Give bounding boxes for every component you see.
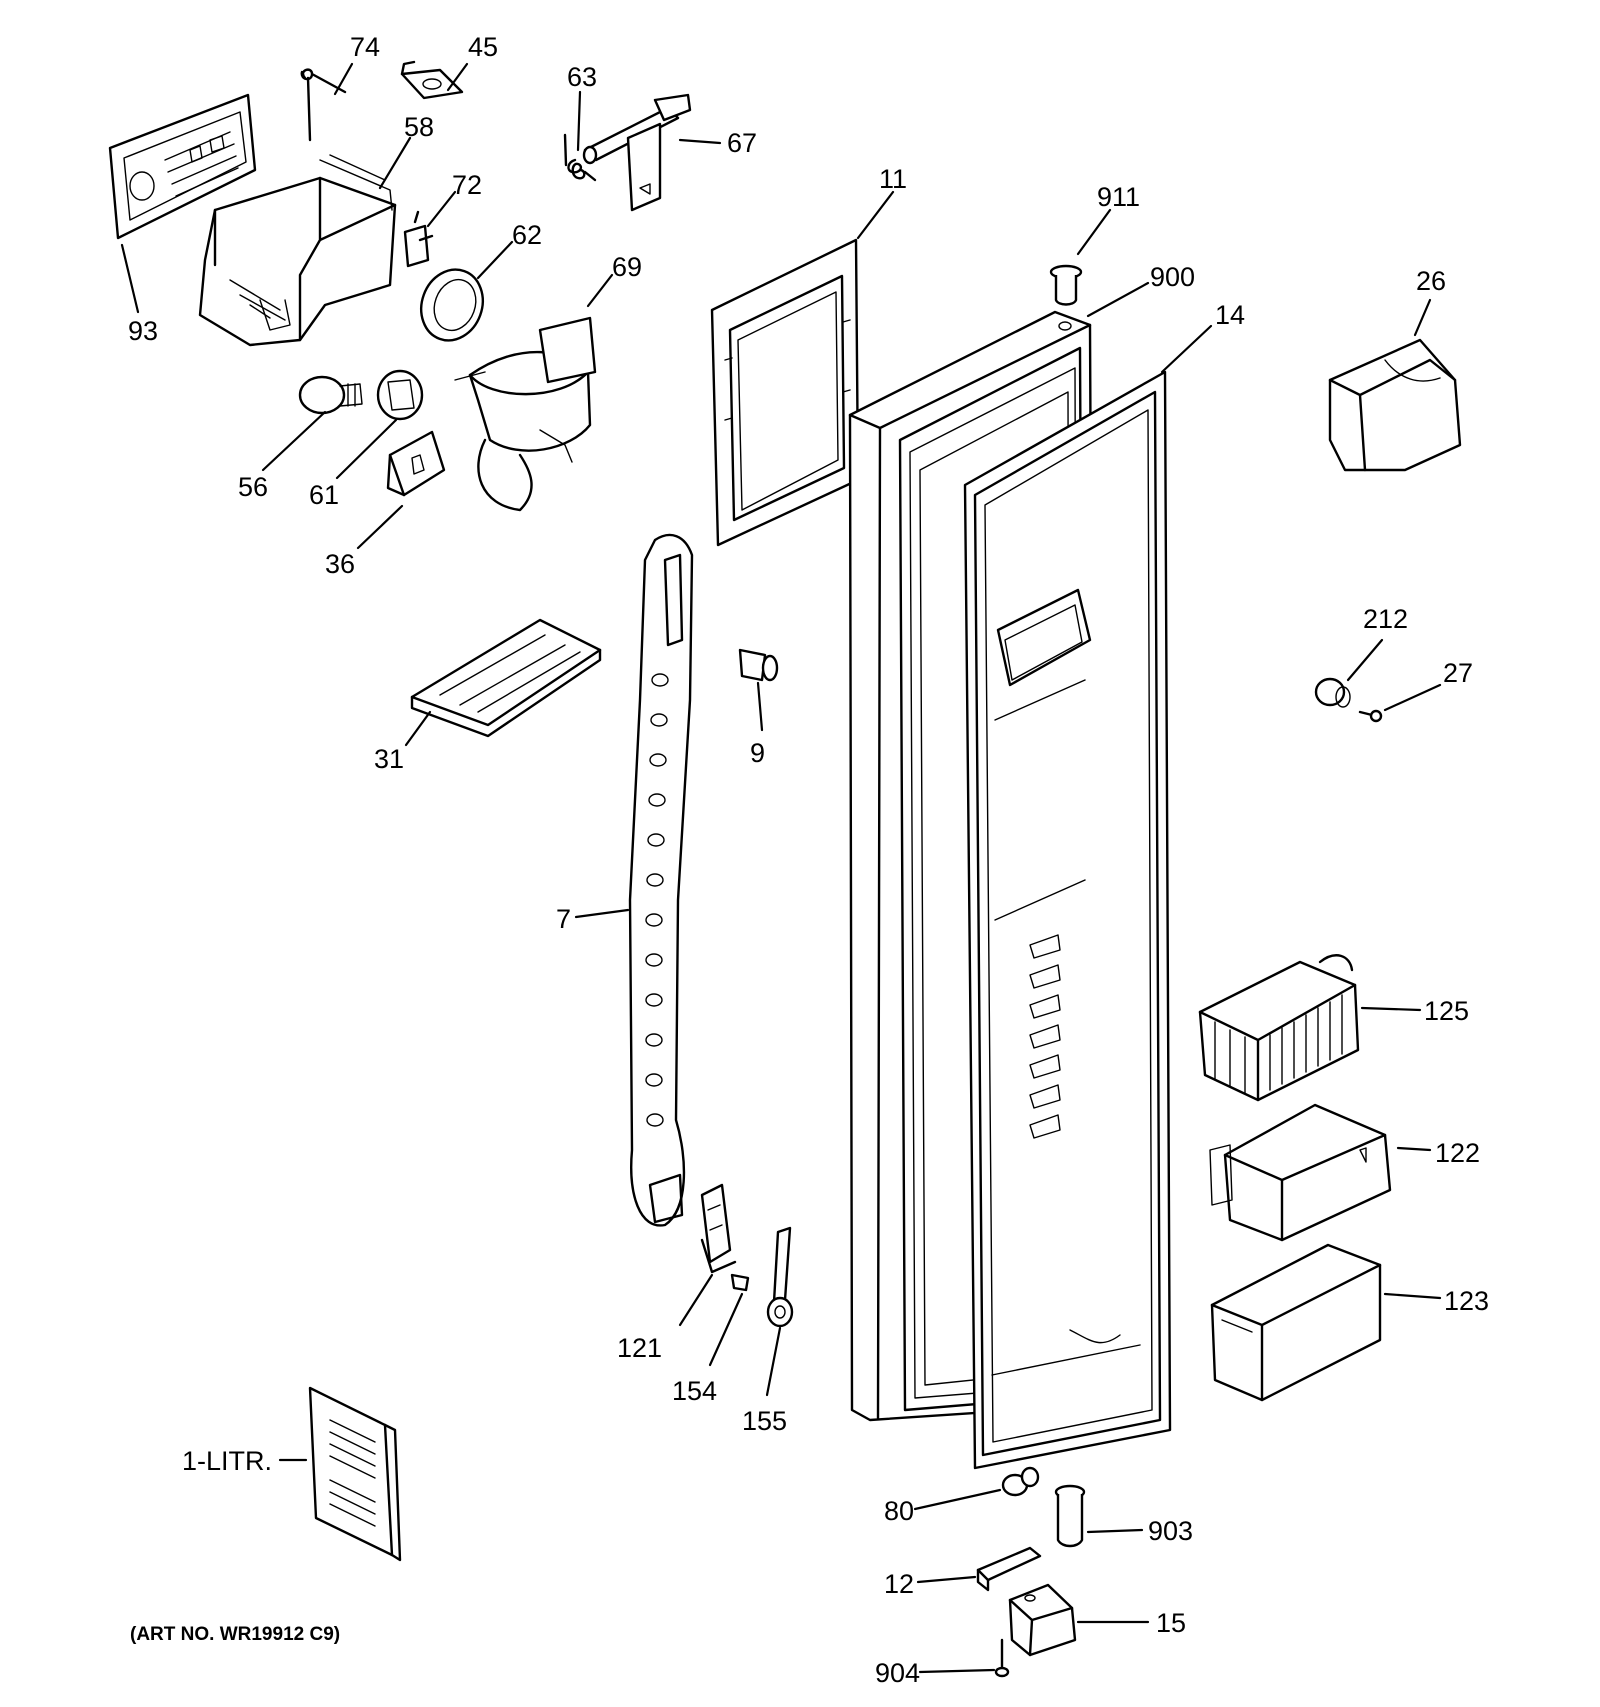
door-shelf-clips [1029,934,1061,1139]
part-93-control-panel [108,93,257,240]
handle-grip-ridges [645,673,669,1127]
callout-27: 27 [1443,658,1473,688]
part-121-mounting-bracket [700,1183,737,1274]
callout-122: 122 [1435,1138,1480,1168]
callout-72: 72 [452,170,482,200]
part-1-litr-literature [308,1386,402,1562]
part-67-solenoid-arm [582,93,692,212]
callout-26: 26 [1416,266,1446,296]
callout-904: 904 [875,1658,920,1688]
callout-212: 212 [1363,604,1408,634]
callout-1-litr: 1-LITR. [182,1446,272,1476]
part-911-bushing [1049,264,1083,306]
part-58-dispenser-housing [198,154,397,347]
callout-93: 93 [128,316,158,346]
callout-31: 31 [374,744,404,774]
part-12-hinge-plate [976,1546,1042,1592]
callout-900: 900 [1150,262,1195,292]
part-31-drip-tray [410,618,602,738]
callout-63: 63 [567,62,597,92]
art-number: (ART NO. WR19912 C9) [130,1624,340,1645]
part-36-bracket [386,430,446,497]
callout-9: 9 [750,738,765,768]
callout-67: 67 [727,128,757,158]
part-212-cap [1314,677,1351,708]
part-11-dispenser-frame [710,238,860,547]
callout-123: 123 [1444,1286,1489,1316]
callout-154: 154 [672,1376,717,1406]
callout-62: 62 [512,220,542,250]
part-74-spring [300,68,347,142]
part-904-screw [994,1638,1010,1678]
part-122-door-bin [1209,1103,1392,1242]
callout-69: 69 [612,252,642,282]
part-27-screw [1358,709,1383,723]
part-69-ice-funnel [454,316,597,512]
callout-15: 15 [1156,1608,1186,1638]
part-155-tool [766,1226,794,1328]
part-63-spring [563,133,597,182]
leader-lines [120,62,1442,1674]
callout-61: 61 [309,480,339,510]
part-125-wire-basket [1198,954,1360,1102]
part-14-door-gasket [963,370,1172,1470]
callout-36: 36 [325,549,355,579]
callout-45: 45 [468,32,498,62]
part-56-motor [298,375,363,415]
callout-74: 74 [350,32,380,62]
part-80-plug [1001,1466,1040,1497]
part-45-bracket [400,60,464,100]
part-9-fastener [738,648,779,682]
callout-155: 155 [742,1406,787,1436]
callout-121: 121 [617,1333,662,1363]
callout-125: 125 [1424,996,1469,1026]
part-7-door-handle [628,533,694,1227]
part-61-gear-cup [376,369,424,421]
callout-56: 56 [238,472,268,502]
callout-11: 11 [879,164,907,194]
callout-12: 12 [884,1569,914,1599]
part-62-ring [420,268,484,342]
part-903-bushing [1054,1484,1086,1548]
part-154-screw [730,1273,750,1292]
callout-80: 80 [884,1496,914,1526]
part-callout-labels: 74 45 63 67 58 72 62 69 93 56 61 36 11 9… [128,32,1489,1688]
callout-14: 14 [1215,300,1245,330]
callout-7: 7 [556,904,571,934]
part-123-door-bin [1210,1243,1382,1402]
callout-903: 903 [1148,1516,1193,1546]
part-26-ice-bin [1328,338,1462,472]
part-15-hinge [1008,1583,1077,1657]
callout-58: 58 [404,112,434,142]
callout-911: 911 [1097,182,1140,212]
part-72-switch [403,210,434,268]
